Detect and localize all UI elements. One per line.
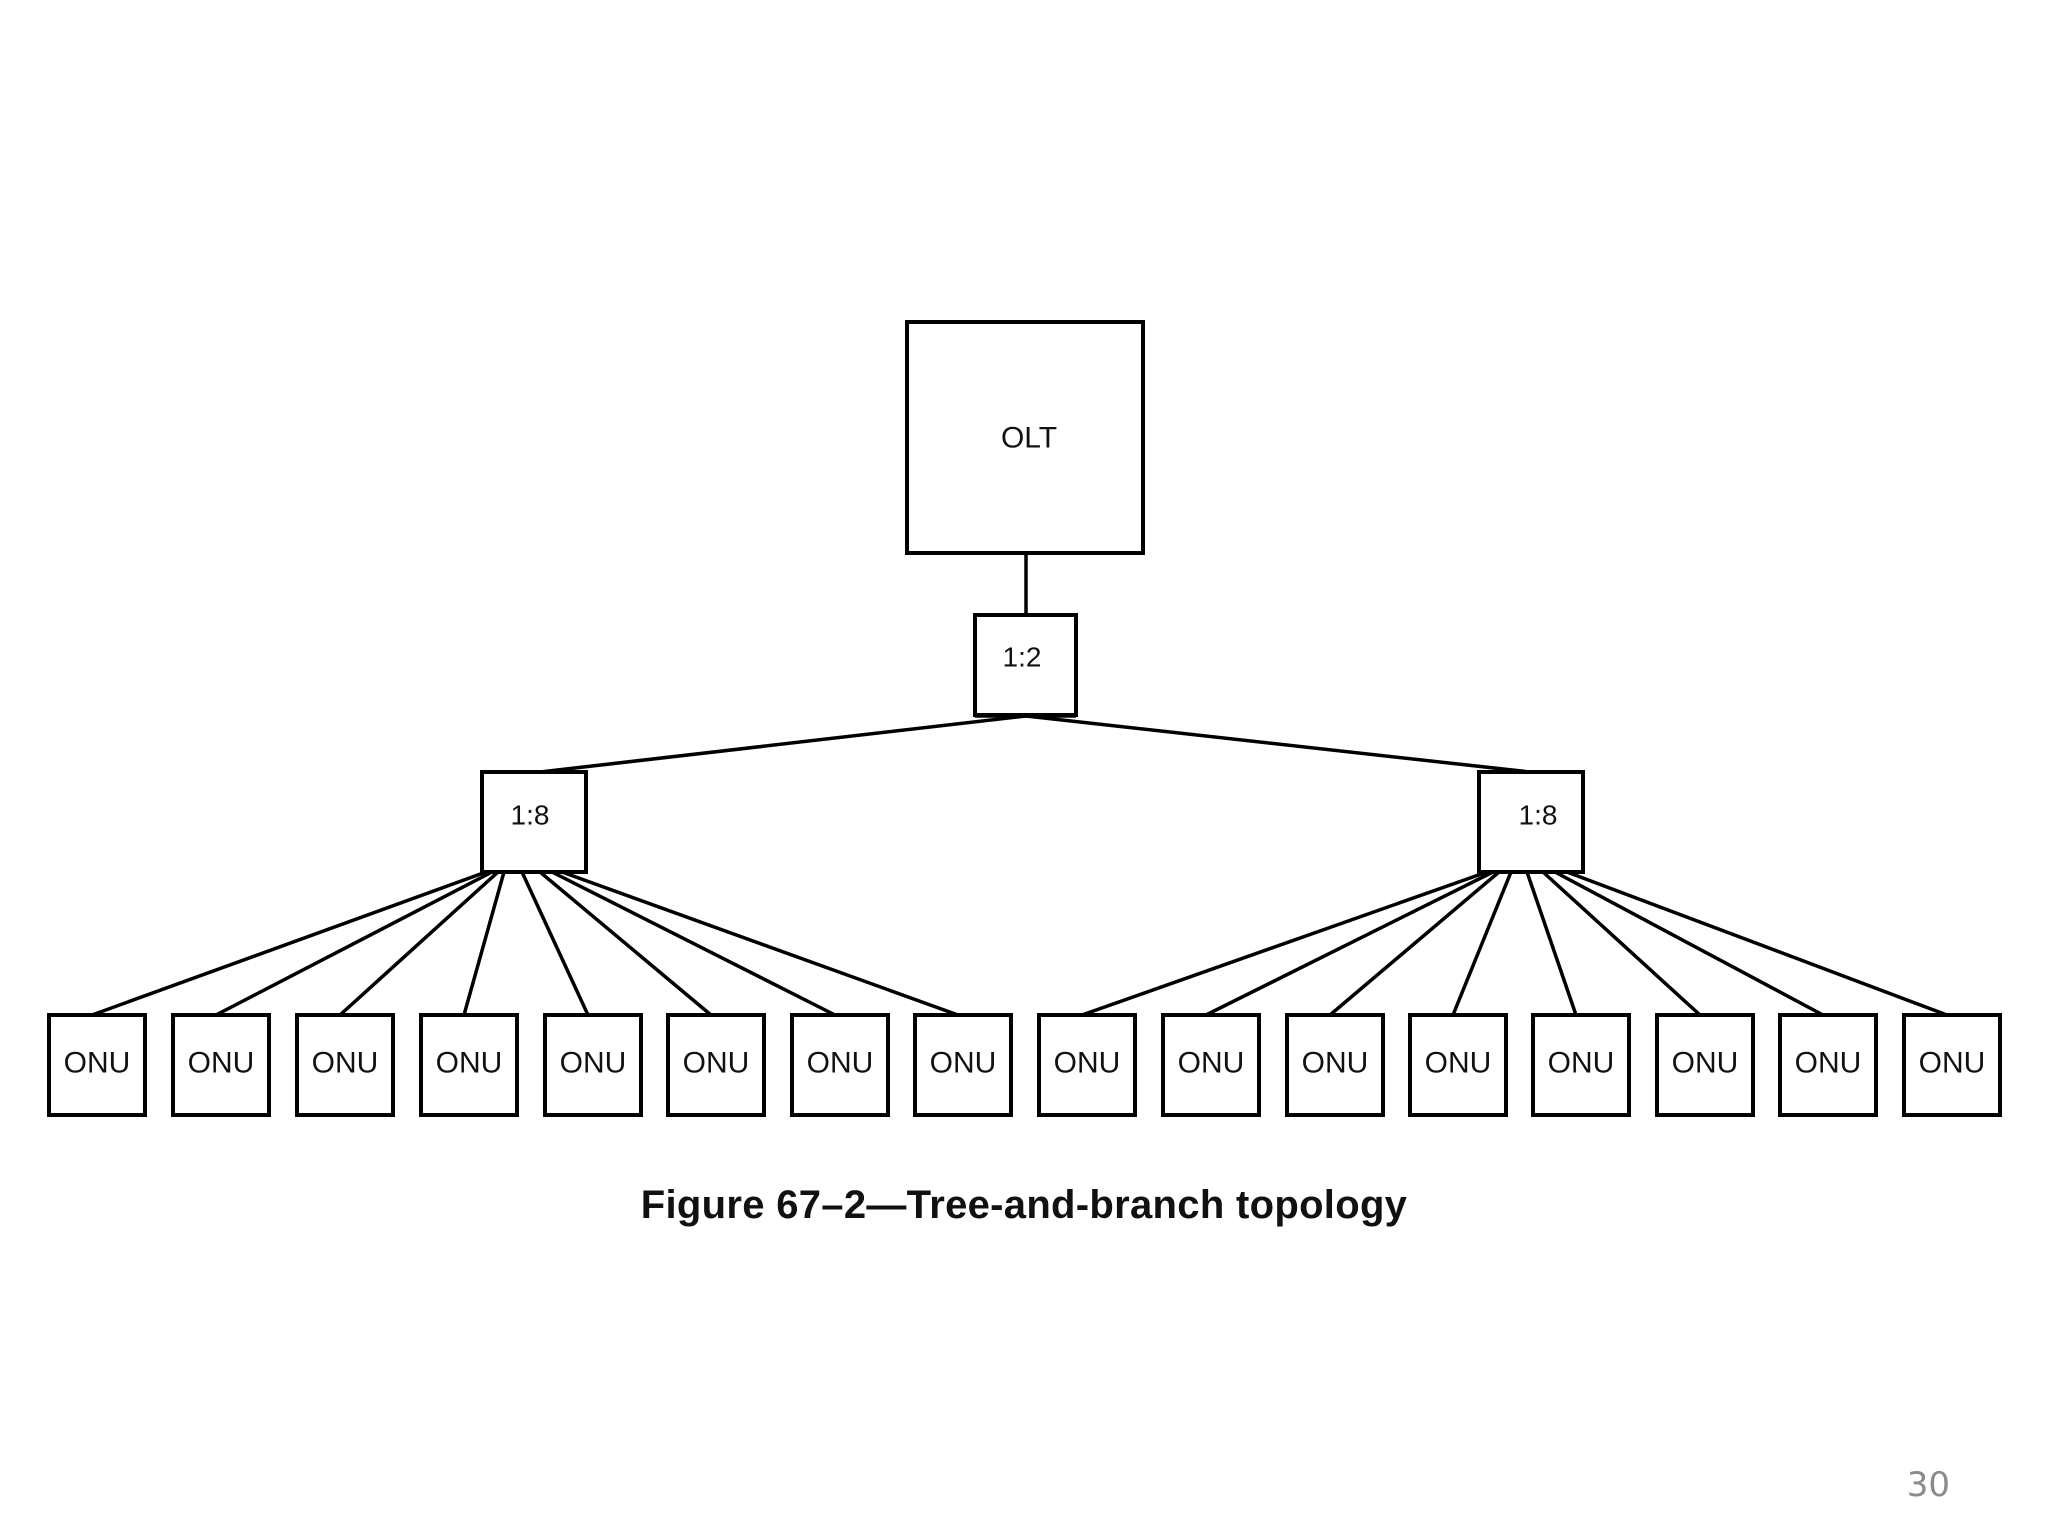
olt-node: OLT [905,320,1145,555]
connection-lines [91,553,1948,1017]
onu-node: ONU [1285,1013,1385,1117]
splitter-to-onu-line [1328,870,1501,1017]
splitter-to-onu-line [1205,870,1494,1017]
onu-label: ONU [1054,1047,1121,1080]
onu-node: ONU [666,1013,766,1117]
splitter-to-onu-line [1554,870,1824,1017]
splitter-to-onu-line [1541,870,1702,1017]
onu-box [295,1013,395,1117]
onu-box [1037,1013,1137,1117]
figure-caption: Figure 67–2—Tree-and-branch topology [640,1183,1408,1227]
onu-label: ONU [1302,1047,1369,1080]
onu-label: ONU [1919,1047,1986,1080]
onu-label: ONU [188,1047,255,1080]
onu-label: ONU [807,1047,874,1080]
splitter-1-2-node: 1:2 [973,613,1078,717]
onu-node: ONU [1778,1013,1878,1117]
splitter-to-right-branch-line [1025,714,1531,774]
onu-node: ONU [1655,1013,1755,1117]
onu-node: ONU [47,1013,147,1117]
onu-box [913,1013,1013,1117]
splitter-to-onu-line [520,871,590,1016]
onu-node: ONU [1037,1013,1137,1117]
splitter-to-left-branch-line [539,714,1027,774]
onu-node: ONU [1531,1013,1631,1117]
onu-box [1408,1013,1508,1117]
onu-box [47,1013,147,1117]
onu-node: ONU [171,1013,271,1117]
onu-box [1902,1013,2002,1117]
onu-box [666,1013,766,1117]
splitter-to-onu-line [1525,871,1578,1016]
splitter-to-onu-line [338,870,500,1017]
onu-node: ONU [1408,1013,1508,1117]
onu-row: ONU ONU ONU ONU ONU ONU ONU ONU ONU ONU ONU ONU ONU O… [47,1013,2002,1117]
splitter-left-node: 1:8 [480,770,588,874]
splitter-right-label: 1:8 [1519,800,1558,831]
onu-box [1778,1013,1878,1117]
onu-label: ONU [1795,1047,1862,1080]
onu-node: ONU [790,1013,890,1117]
splitter-left-label: 1:8 [511,800,550,831]
onu-node: ONU [295,1013,395,1117]
onu-label: ONU [436,1047,503,1080]
onu-label: ONU [1425,1047,1492,1080]
onu-node: ONU [913,1013,1013,1117]
splitter-to-onu-line [91,870,487,1017]
olt-label: OLT [1001,422,1057,455]
onu-node: ONU [1902,1013,2002,1117]
onu-node: ONU [419,1013,519,1117]
splitter-to-onu-line [1451,871,1513,1016]
onu-box [419,1013,519,1117]
splitter-to-onu-line [551,870,836,1017]
splitter-1-2-box [973,613,1078,717]
page-number: 30 [1906,1465,1950,1505]
olt-box [905,320,1145,555]
splitter-right-node: 1:8 [1477,770,1585,874]
onu-label: ONU [312,1047,379,1080]
onu-box [1531,1013,1631,1117]
onu-node: ONU [1161,1013,1261,1117]
onu-box [1161,1013,1261,1117]
onu-label: ONU [1178,1047,1245,1080]
onu-node: ONU [543,1013,643,1117]
onu-box [171,1013,271,1117]
onu-label: ONU [930,1047,997,1080]
onu-box [1655,1013,1755,1117]
onu-label: ONU [1672,1047,1739,1080]
onu-label: ONU [560,1047,627,1080]
onu-box [1285,1013,1385,1117]
splitter-left-box [480,770,588,874]
onu-label: ONU [64,1047,131,1080]
splitter-to-onu-line [1081,870,1488,1017]
onu-box [543,1013,643,1117]
splitter-1-2-label: 1:2 [1003,642,1042,673]
splitter-to-onu-line [1566,870,1948,1017]
splitter-to-onu-line [538,870,713,1017]
splitter-to-onu-line [462,871,506,1016]
splitter-to-onu-line [561,870,959,1017]
splitter-to-onu-line [215,870,493,1017]
onu-label: ONU [683,1047,750,1080]
splitter-right-box [1477,770,1585,874]
onu-box [790,1013,890,1117]
onu-label: ONU [1548,1047,1615,1080]
